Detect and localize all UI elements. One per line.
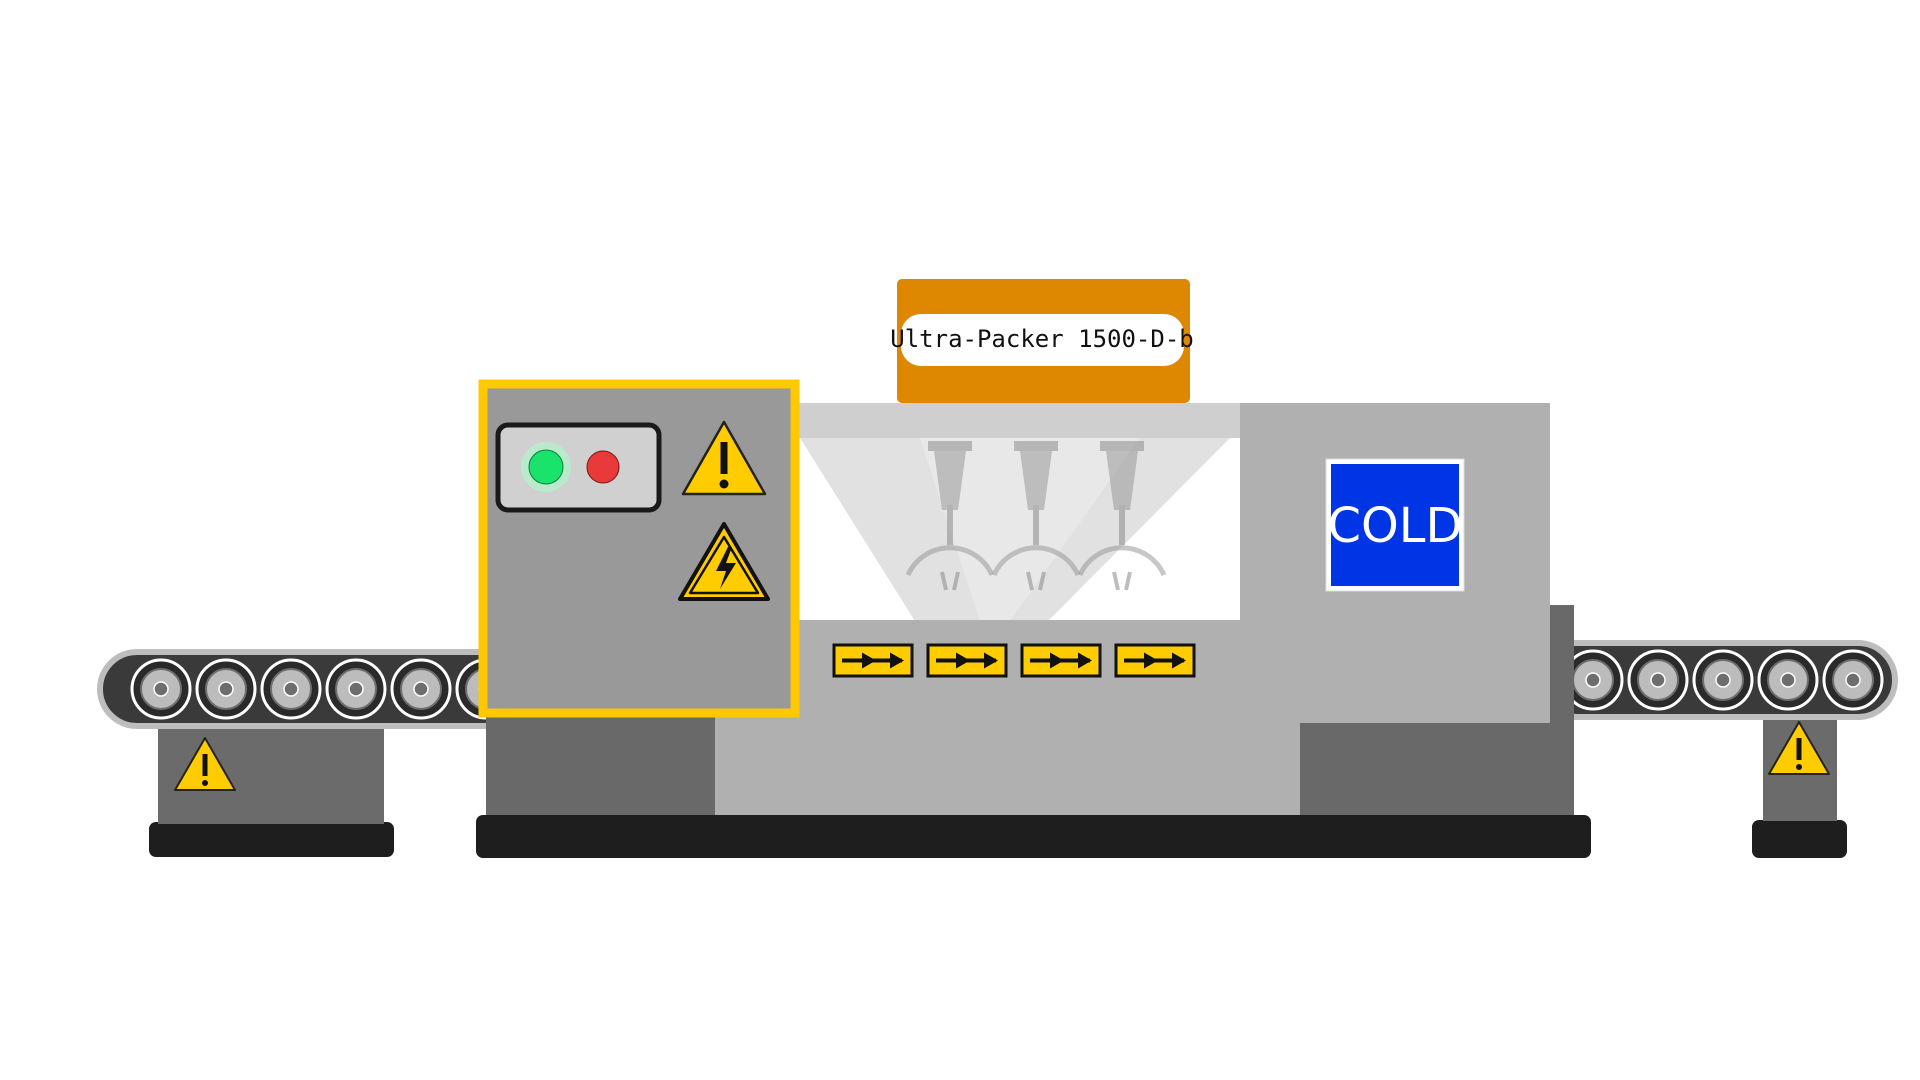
control-panel [478,379,800,718]
left-conveyor-foot [149,822,394,857]
green-indicator-light[interactable] [528,449,564,485]
cold-sign: COLD [1325,458,1465,592]
name-plate-label-background [901,314,1184,366]
conveyor-roller [325,658,387,720]
conveyor-roller [1692,649,1754,711]
general-warning-icon [174,737,236,791]
machine-name-label: Ultra-Packer 1500-D-b [890,325,1193,353]
machine-base [476,815,1591,858]
cold-sign-label: COLD [1328,498,1463,554]
machine-upper-top-strip [790,403,1240,438]
direction-arrow-sign [832,643,914,678]
filling-nozzles [905,441,1167,591]
machine-lower-left-block [486,700,746,820]
red-indicator-light[interactable] [586,450,620,484]
conveyor-roller [1562,649,1624,711]
direction-arrow-sign [1114,643,1196,678]
cold-sign-background [1331,464,1459,586]
left-conveyor [97,649,523,857]
direction-arrow-sign [1020,643,1102,678]
conveyor-roller [390,658,452,720]
conveyor-roller [1757,649,1819,711]
conveyor-roller [260,658,322,720]
direction-arrow-sign [926,643,1008,678]
viewing-window [795,438,1240,621]
conveyor-roller [1627,649,1689,711]
filling-nozzle [1077,441,1167,591]
right-conveyor-foot [1752,820,1847,858]
general-warning-icon [681,420,767,496]
direction-arrows [832,643,1196,678]
right-conveyor [1537,640,1898,858]
high-voltage-icon [678,522,770,601]
general-warning-icon [1768,721,1830,775]
filling-nozzle [991,441,1081,591]
left-conveyor-rollers [130,658,517,720]
conveyor-roller [130,658,192,720]
right-conveyor-rollers [1562,649,1884,711]
conveyor-roller [1822,649,1884,711]
conveyor-roller [195,658,257,720]
name-plate: Ultra-Packer 1500-D-b [890,279,1194,403]
filling-nozzle [905,441,995,591]
